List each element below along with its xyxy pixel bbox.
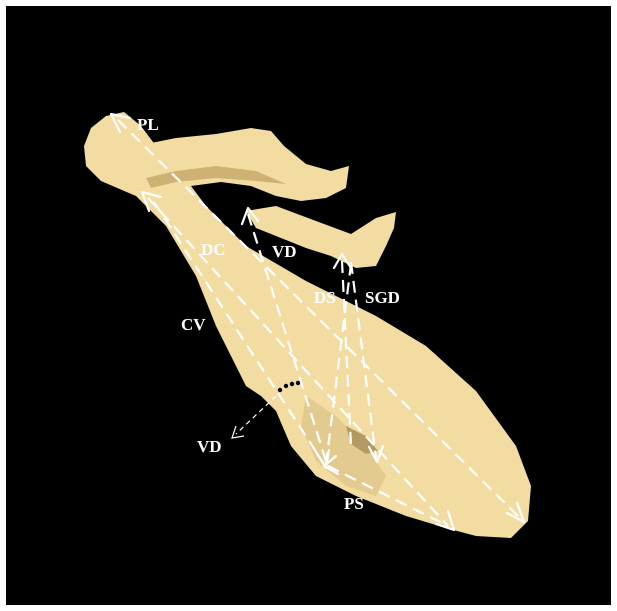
- vd-opening-dot-1: [278, 388, 282, 392]
- vd-opening-dot-2: [284, 384, 288, 388]
- label-dc: DC: [201, 240, 226, 259]
- render-viewport: PL DC VD DS SGD CV VD PS: [6, 6, 611, 605]
- vd-opening-dot-4: [296, 381, 300, 385]
- anatomy-figure: PL DC VD DS SGD CV VD PS: [6, 6, 611, 605]
- label-vd-bottom: VD: [197, 437, 222, 456]
- vd-opening-dot-3: [290, 382, 294, 386]
- label-sgd: SGD: [365, 288, 400, 307]
- label-pl: PL: [137, 115, 159, 134]
- model-upper-lobe: [136, 128, 349, 201]
- label-cv: CV: [181, 315, 206, 334]
- label-ps: PS: [344, 494, 364, 513]
- model-right-tip: [246, 206, 396, 268]
- label-vd-top: VD: [272, 242, 297, 261]
- label-ds: DS: [314, 288, 336, 307]
